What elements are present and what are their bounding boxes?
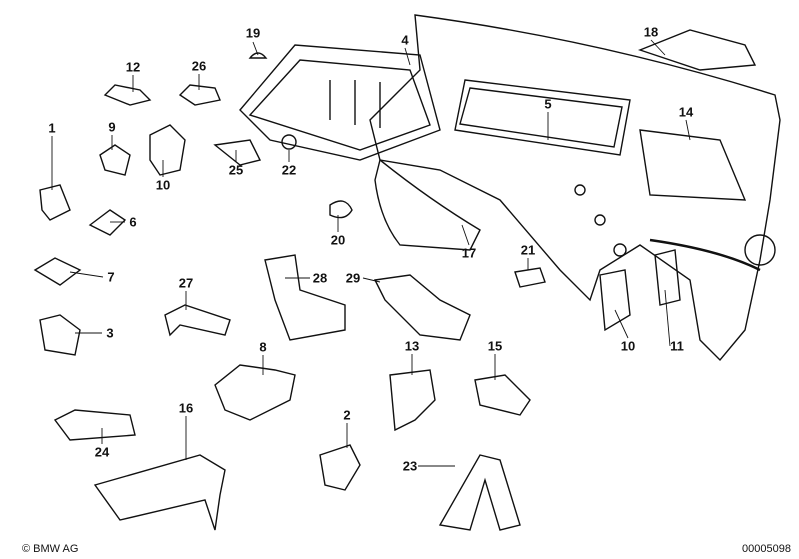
part-label[interactable]: 10	[155, 177, 171, 193]
part-label[interactable]: 17	[461, 245, 477, 261]
part-label[interactable]: 16	[178, 400, 194, 416]
part-label[interactable]: 26	[191, 58, 207, 74]
part-label[interactable]: 14	[678, 104, 694, 120]
part-label[interactable]: 13	[404, 338, 420, 354]
part-label[interactable]: 3	[106, 325, 114, 341]
copyright-text: BMW AG	[33, 543, 79, 555]
image-number: 00005098	[742, 543, 791, 555]
leader-lines	[51, 39, 691, 467]
firewall-assembly	[239, 14, 781, 362]
part-label[interactable]: 29	[345, 270, 361, 286]
copyright-symbol: ©	[22, 543, 31, 555]
part-label[interactable]: 27	[178, 275, 194, 291]
part-label[interactable]: 9	[108, 119, 116, 135]
part-label[interactable]: 1	[48, 120, 56, 136]
part-label[interactable]: 5	[544, 96, 552, 112]
part-label[interactable]: 21	[520, 242, 536, 258]
part-label[interactable]: 28	[312, 270, 328, 286]
part-label[interactable]: 18	[643, 24, 659, 40]
part-label[interactable]: 6	[129, 214, 137, 230]
part-label[interactable]: 15	[487, 338, 503, 354]
small-parts	[33, 29, 757, 531]
part-label[interactable]: 11	[670, 338, 684, 354]
part-label[interactable]: 24	[94, 444, 110, 460]
part-label[interactable]: 22	[281, 162, 297, 178]
part-label[interactable]: 19	[245, 25, 261, 41]
part-label[interactable]: 7	[107, 269, 115, 285]
part-label[interactable]: 23	[402, 458, 418, 474]
part-label[interactable]: 20	[330, 232, 346, 248]
copyright-notice: © BMW AG	[22, 543, 78, 555]
part-label[interactable]: 2	[343, 407, 351, 423]
part-label[interactable]: 4	[401, 32, 409, 48]
part-label[interactable]: 8	[259, 339, 267, 355]
part-label[interactable]: 25	[228, 162, 244, 178]
part-label[interactable]: 10	[620, 338, 636, 354]
part-label[interactable]: 12	[125, 59, 141, 75]
